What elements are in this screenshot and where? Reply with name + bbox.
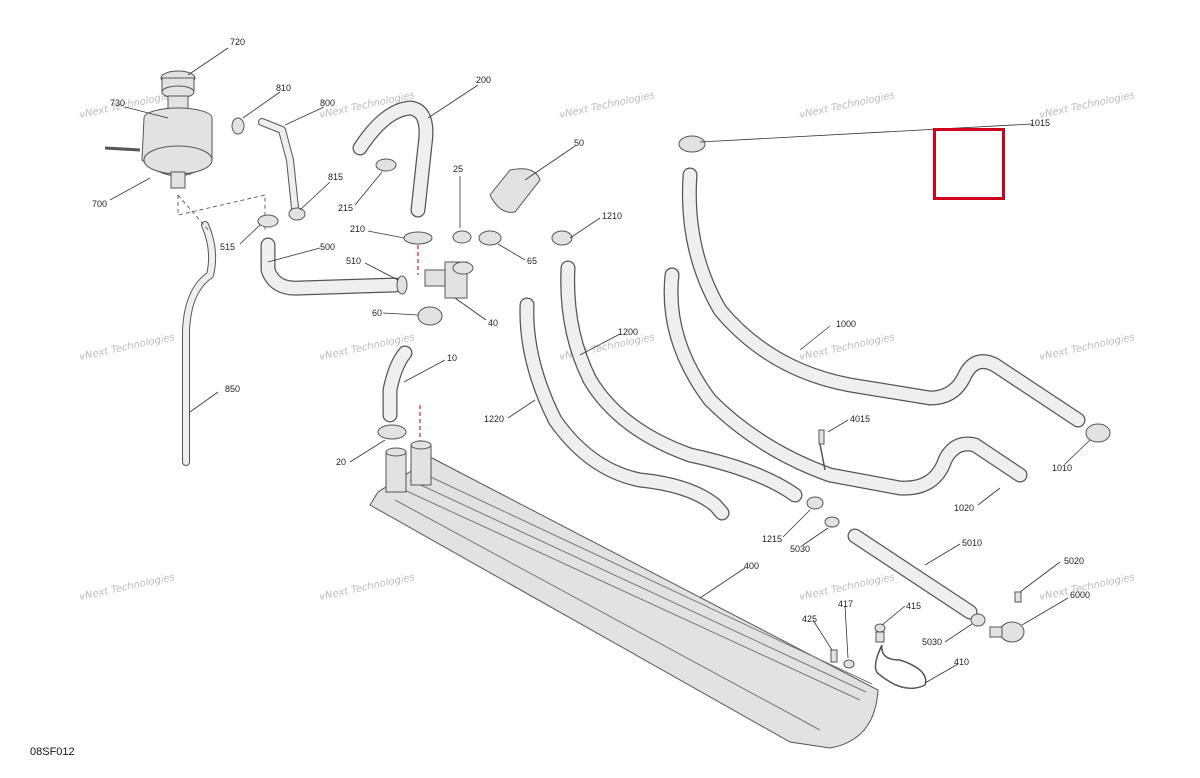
watermark: vNext Technologies (78, 572, 175, 603)
clamp-25 (452, 230, 472, 244)
clamp-65 (478, 230, 502, 246)
clamp-1010 (1085, 423, 1111, 443)
part-label: 40 (488, 318, 498, 328)
watermark: vNext Technologies (1038, 90, 1135, 121)
highlight-box (933, 128, 1005, 200)
clamp-60 (417, 306, 443, 326)
expansion-tank-700 (104, 70, 213, 189)
part-label: 50 (574, 138, 584, 148)
hose-1000 (681, 167, 1086, 428)
part-label: 730 (110, 98, 125, 108)
clamp-810 (231, 117, 245, 135)
hose-850 (182, 221, 217, 466)
part-label: 6000 (1070, 590, 1090, 600)
part-label: 850 (225, 384, 240, 394)
part-label: 1015 (1030, 118, 1050, 128)
plug-425 (830, 649, 838, 663)
part-label: 60 (372, 308, 382, 318)
watermark: vNext Technologies (798, 90, 895, 121)
part-label: 1220 (484, 414, 504, 424)
watermark: vNext Technologies (1038, 332, 1135, 363)
hose-10 (382, 345, 413, 423)
fitting-6000 (989, 621, 1025, 643)
part-label: 415 (906, 601, 921, 611)
part-label: 700 (92, 199, 107, 209)
clamp-5030-a (824, 516, 840, 528)
leader-lines (109, 47, 1091, 684)
part-label-layer: 720 730 810 800 200 700 815 25 50 1015 2… (92, 37, 1090, 667)
clamp-210 (403, 231, 433, 245)
hose-1200 (560, 260, 803, 503)
clamp-815 (288, 207, 306, 221)
part-label: 1000 (836, 319, 856, 329)
part-label: 500 (320, 242, 335, 252)
hose-200 (352, 100, 434, 218)
part-label: 510 (346, 256, 361, 266)
part-label: 800 (320, 98, 335, 108)
clamp-1215 (806, 496, 824, 510)
part-label: 515 (220, 242, 235, 252)
clamp-20 (377, 424, 407, 440)
part-label: 200 (476, 75, 491, 85)
part-label: 1020 (954, 503, 974, 513)
part-label: 417 (838, 599, 853, 609)
clamp-510 (396, 275, 408, 295)
part-label: 5030 (790, 544, 810, 554)
part-label: 20 (336, 457, 346, 467)
part-label: 815 (328, 172, 343, 182)
part-label: 10 (447, 353, 457, 363)
clamp-1015 (678, 135, 706, 153)
clamp-215 (375, 158, 397, 172)
clamp-1210 (551, 230, 573, 246)
elbow-50 (489, 168, 541, 213)
watermark: vNext Technologies (78, 332, 175, 363)
watermark: vNext Technologies (798, 332, 895, 363)
clamp-515 (257, 214, 279, 228)
diagram-code: 08SF012 (30, 746, 75, 758)
part-label: 5010 (962, 538, 982, 548)
part-label: 25 (453, 164, 463, 174)
part-label: 1010 (1052, 463, 1072, 473)
tube-5010 (847, 528, 978, 620)
part-label: 810 (276, 83, 291, 93)
screw-4015 (818, 429, 826, 471)
washer-417 (843, 659, 855, 669)
fitting-40 (424, 261, 474, 299)
hose-1220 (519, 297, 730, 521)
watermark: vNext Technologies (318, 572, 415, 603)
part-label: 425 (802, 614, 817, 624)
part-label: 400 (744, 561, 759, 571)
part-415 (874, 623, 886, 643)
part-label: 720 (230, 37, 245, 47)
part-label: 5030 (922, 637, 942, 647)
part-label: 210 (350, 224, 365, 234)
part-label: 1215 (762, 534, 782, 544)
clamp-5030-b (970, 613, 986, 627)
hose-1020 (663, 267, 1028, 496)
hose-800 (258, 118, 299, 212)
part-label: 4015 (850, 414, 870, 424)
part-label: 215 (338, 203, 353, 213)
part-label: 65 (527, 256, 537, 266)
part-label: 1200 (618, 327, 638, 337)
part-label: 410 (954, 657, 969, 667)
hose-500 (260, 237, 403, 296)
watermark: vNext Technologies (558, 90, 655, 121)
heat-exchanger-400 (369, 440, 879, 749)
part-label: 5020 (1064, 556, 1084, 566)
lanyard-410 (874, 644, 927, 690)
screw-5020 (1014, 591, 1022, 603)
part-label: 1210 (602, 211, 622, 221)
